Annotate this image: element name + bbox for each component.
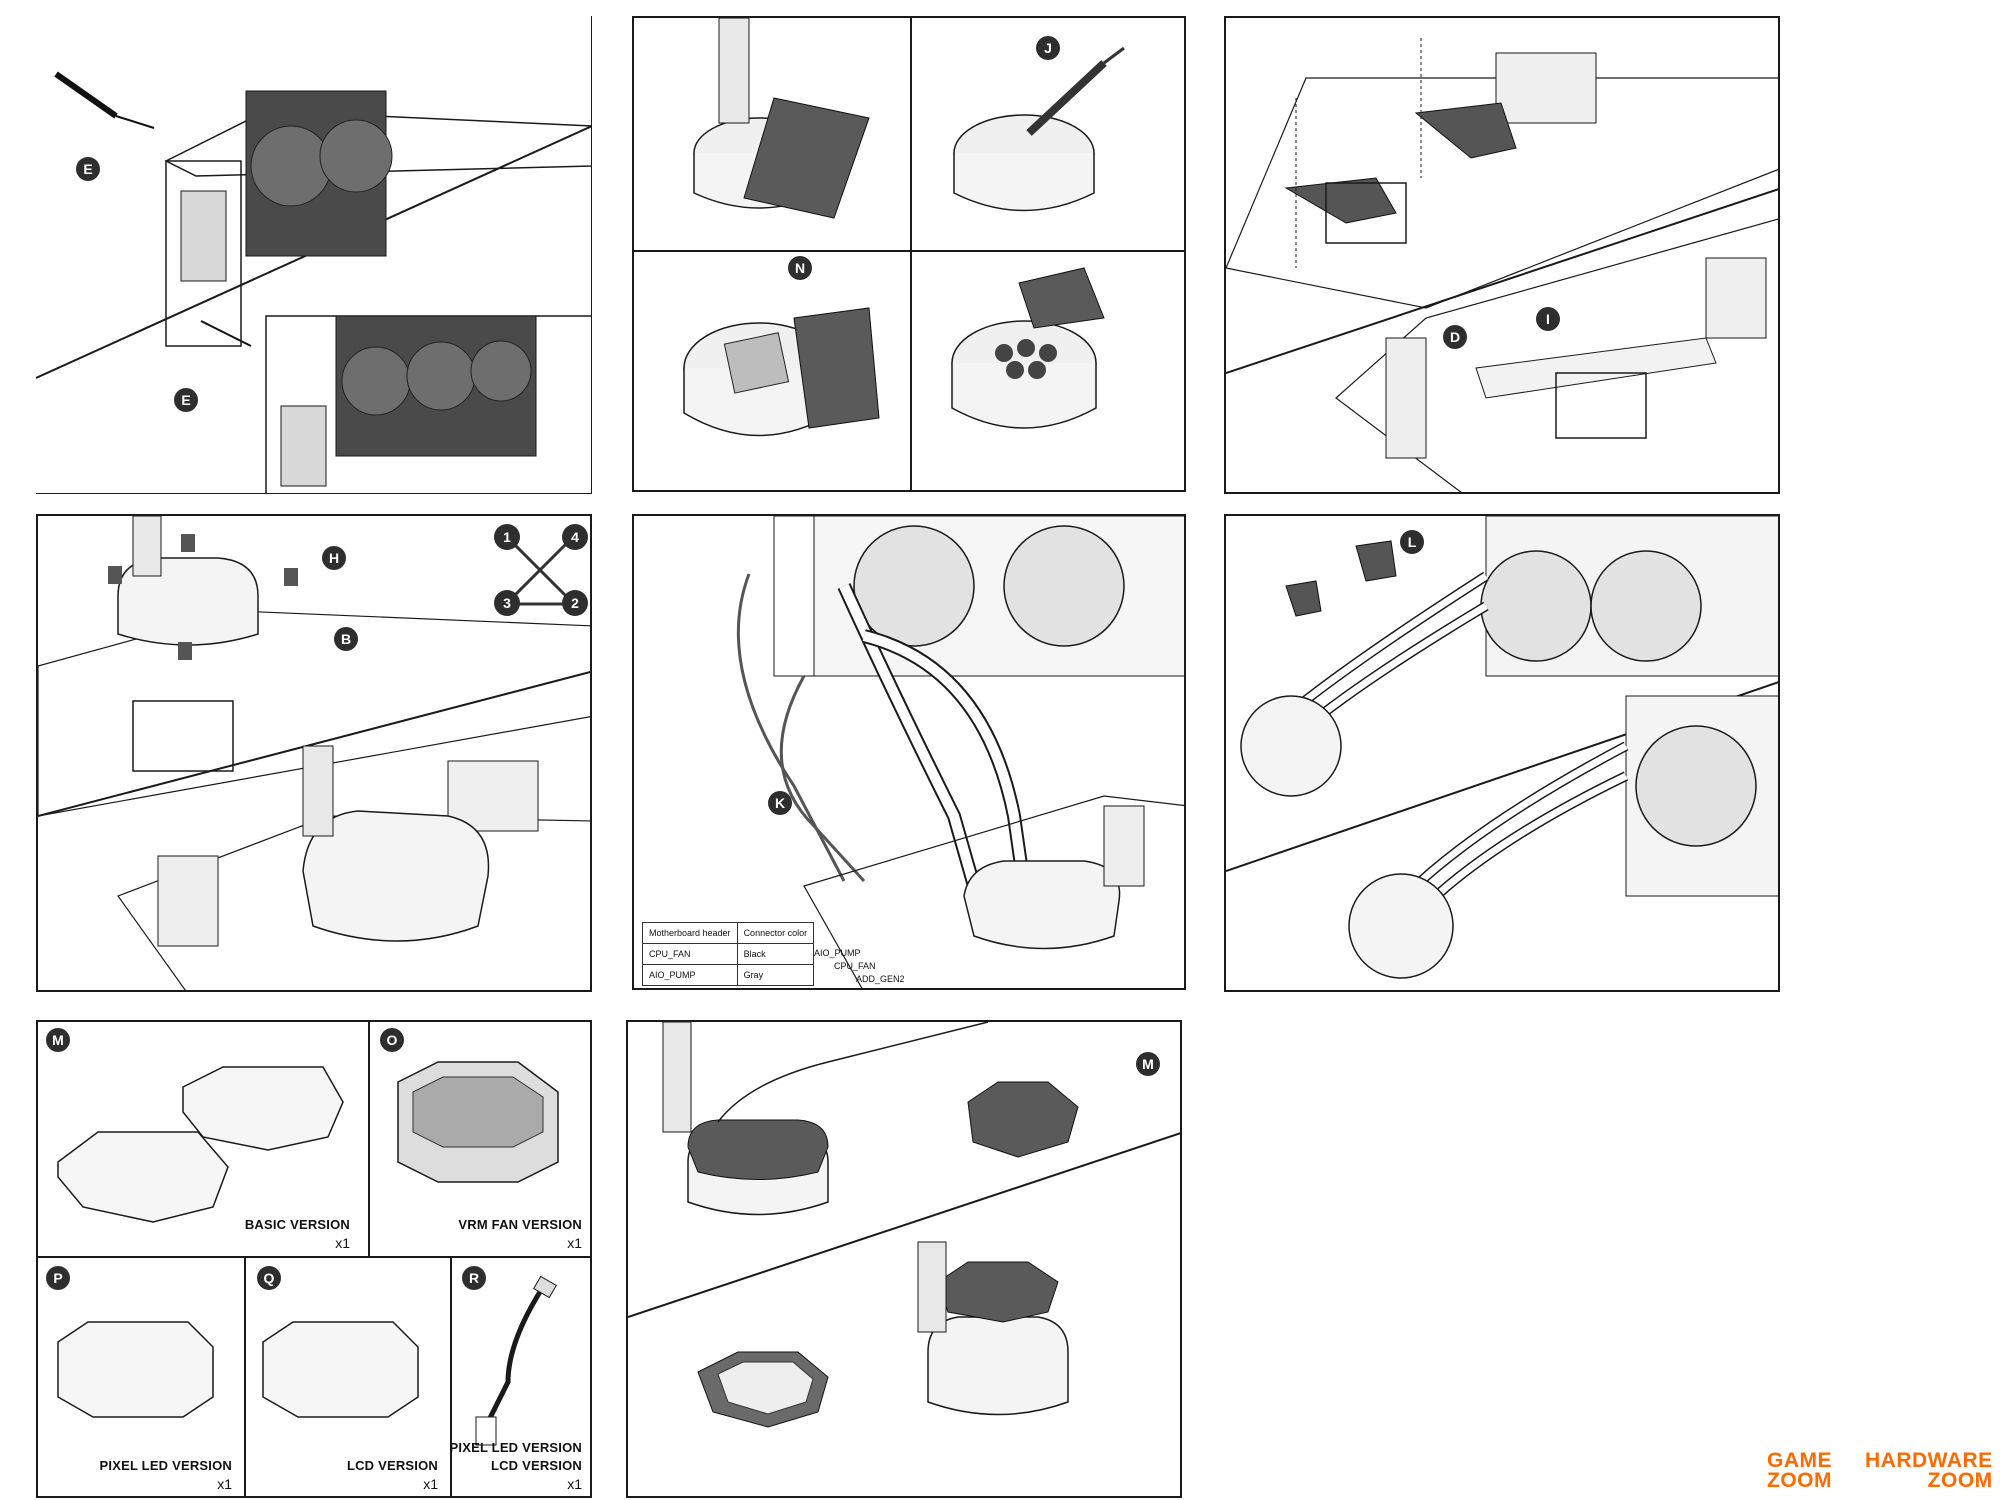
callout-o: O (380, 1028, 404, 1052)
pump-mount-illustration (38, 516, 590, 990)
table-cell: CPU_FAN (642, 943, 738, 965)
table-header-cell: Connector color (736, 922, 815, 944)
radiator-mount-illustration (36, 16, 592, 494)
screw-order-3: 3 (494, 590, 520, 616)
version-label-basic: BASIC VERSION (244, 1217, 350, 1232)
table-cell: AIO_PUMP (642, 964, 738, 986)
gamezoom-logo: GAME ZOOM (1767, 1449, 1832, 1492)
version-qty-r: x1 (567, 1476, 582, 1492)
callout-i: I (1536, 307, 1560, 331)
table-row: CPU_FAN Black (642, 943, 815, 965)
callout-b: B (334, 627, 358, 651)
version-label-vrm-fan: VRM FAN VERSION (458, 1217, 582, 1232)
callout-d: D (1443, 325, 1467, 349)
version-label-lcd: LCD VERSION (346, 1458, 438, 1473)
step-tube-clips: L (1224, 514, 1780, 992)
hardwarezoom-logo: HARDWARE ZOOM (1865, 1449, 1993, 1492)
version-qty-vrm-fan: x1 (567, 1235, 582, 1251)
callout-m-cover: M (1136, 1052, 1160, 1076)
cover-swap-illustration (628, 1022, 1180, 1428)
callout-p: P (46, 1266, 70, 1290)
hardwarezoom-logo-line1: HARDWARE (1865, 1449, 1993, 1472)
step-thermal-prep: J N (632, 16, 1186, 492)
table-cell: Gray (736, 964, 815, 986)
callout-q: Q (257, 1266, 281, 1290)
table-header-row: Motherboard header Connector color (642, 922, 815, 944)
callout-k: K (768, 791, 792, 815)
callout-m: M (46, 1028, 70, 1052)
thermal-prep-illustration (634, 18, 1184, 490)
callout-r: R (462, 1266, 486, 1290)
callout-j: J (1036, 36, 1060, 60)
header-label-aio-pump: AIO_PUMP (814, 948, 861, 958)
gamezoom-logo-line1: GAME (1767, 1449, 1832, 1472)
callout-h: H (322, 546, 346, 570)
screw-order-1: 1 (494, 524, 520, 550)
callout-l: L (1400, 530, 1424, 554)
version-label-r-lcd: LCD VERSION (490, 1458, 582, 1473)
step-radiator-mount: E E (36, 16, 592, 494)
screw-order-2: 2 (562, 590, 588, 616)
step-bracket-install: I D (1224, 16, 1780, 494)
versions-grid-lines (38, 1022, 590, 1496)
header-label-add-gen2: ADD_GEN2 (856, 974, 905, 984)
table-row: AIO_PUMP Gray (642, 964, 815, 986)
header-label-cpu-fan: CPU_FAN (834, 961, 876, 971)
bracket-illustration (1226, 38, 1778, 492)
callout-n: N (788, 256, 812, 280)
screw-order-4: 4 (562, 524, 588, 550)
table-cell: Black (736, 943, 815, 965)
step-cover-swap: M (626, 1020, 1182, 1498)
callout-e-bottom: E (174, 388, 198, 412)
version-qty-pixel-led: x1 (217, 1476, 232, 1492)
gamezoom-logo-line2: ZOOM (1767, 1469, 1832, 1492)
version-qty-basic: x1 (335, 1235, 350, 1251)
table-header-cell: Motherboard header (642, 922, 738, 944)
top-cover-versions: M O P Q R BASIC VERSION x1 VRM FAN VERSI… (36, 1020, 592, 1498)
cable-connection-illustration (736, 516, 1184, 988)
callout-e-top: E (76, 157, 100, 181)
version-label-pixel-led: PIXEL LED VERSION (99, 1458, 232, 1473)
step-pump-mount: 1 4 3 2 H B (36, 514, 592, 992)
version-label-r-pixel-led: PIXEL LED VERSION (449, 1440, 582, 1455)
version-qty-lcd: x1 (423, 1476, 438, 1492)
tube-clips-illustration (1226, 516, 1778, 979)
connector-color-table: Motherboard header Connector color CPU_F… (642, 922, 815, 986)
hardwarezoom-logo-line2: ZOOM (1927, 1469, 1993, 1492)
step-cable-connection: K Motherboard header Connector color CPU… (632, 514, 1186, 990)
